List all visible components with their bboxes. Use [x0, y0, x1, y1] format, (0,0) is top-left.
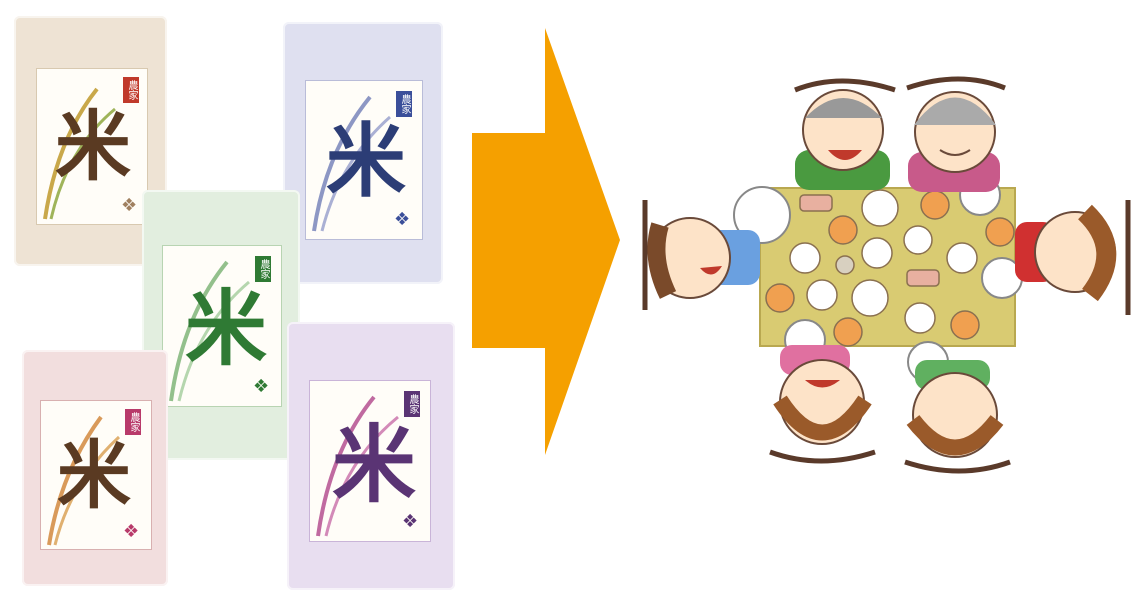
emblem-icon: ❖	[402, 511, 419, 532]
chair-icon	[642, 76, 1131, 474]
father-figure	[906, 360, 1004, 458]
rice-bag-blue: 米 農家 ❖	[283, 22, 443, 284]
wheat-icon	[47, 415, 121, 546]
rice-bag-purple: 米 農家 ❖	[287, 322, 455, 590]
rice-kanji: 米	[185, 281, 268, 377]
emblem-icon: ❖	[253, 376, 270, 397]
rice-bag-label: 米 農家 ❖	[305, 80, 423, 240]
boy-figure-left	[647, 217, 760, 299]
rice-bag-label: 米 農家 ❖	[309, 380, 431, 542]
rice-kanji: 米	[326, 114, 406, 208]
grandfather-figure	[795, 89, 890, 190]
rice-bag-label: 米 農家 ❖	[40, 400, 152, 550]
mother-figure	[773, 345, 872, 445]
farm-tag: 農家	[404, 391, 420, 417]
rice-bag-pink: 米 農家 ❖	[22, 350, 168, 586]
grandmother-figure	[908, 91, 1000, 192]
farm-tag: 農家	[396, 91, 412, 117]
girl-figure-right	[1015, 204, 1117, 302]
dish-icon	[765, 189, 1015, 347]
wheat-icon	[312, 95, 391, 232]
emblem-icon: ❖	[121, 195, 138, 216]
wheat-icon	[169, 260, 250, 402]
emblem-icon: ❖	[394, 209, 411, 230]
farm-tag: 農家	[123, 77, 139, 103]
rice-bowl-icon	[733, 174, 1023, 383]
rice-kanji: 米	[332, 415, 417, 514]
rice-kanji: 米	[55, 102, 131, 191]
rice-bag-green: 米 農家 ❖	[142, 190, 300, 460]
rice-bag-label: 米 農家 ❖	[36, 68, 148, 225]
emblem-icon: ❖	[123, 521, 140, 542]
rice-bag-beige: 米 農家 ❖	[14, 16, 167, 266]
wheat-icon	[43, 87, 116, 220]
rice-kanji: 米	[57, 433, 131, 519]
farm-tag: 農家	[255, 256, 271, 282]
farm-tag: 農家	[125, 409, 141, 435]
wheat-icon	[316, 395, 399, 537]
dining-table	[759, 187, 1016, 347]
rice-bag-label: 米 農家 ❖	[162, 245, 282, 407]
